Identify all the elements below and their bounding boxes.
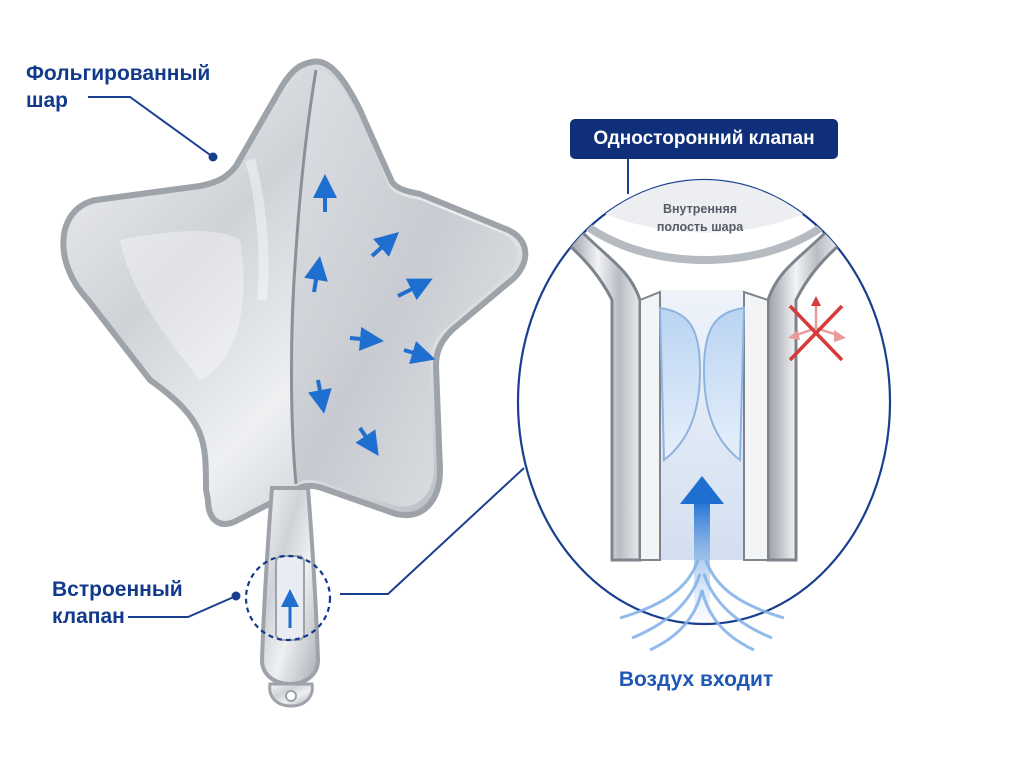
foil-balloon-label-line1: Фольгированный [26,62,211,85]
air-enters-label: Воздух входит [618,668,774,691]
inner-cavity-label-line2: полость шара [656,220,744,234]
builtin-valve-highlight [244,554,332,642]
inner-cavity-label-line1: Внутренняя [662,202,738,216]
star-cut-edge [290,69,318,485]
oneway-valve-badge: Односторонний клапан [570,119,838,159]
crossed-arrows-icon [788,296,846,362]
foil-balloon-label: Фольгированный шар [26,60,210,114]
inflow-arrow [619,476,785,652]
builtin-valve-label-line1: Встроенный [52,578,183,601]
leader-lines [88,96,629,618]
builtin-valve-label-line2: клапан [52,605,125,628]
interior-air-arrows [304,174,436,456]
balloon-neck [259,486,321,708]
star-cutaway-half [289,70,518,507]
builtin-valve-label: Встроенный клапан [52,576,183,630]
star-balloon [60,58,529,527]
inner-cavity-label: Внутренняя полость шара [640,200,760,236]
foil-balloon-label-line2: шар [26,89,69,112]
